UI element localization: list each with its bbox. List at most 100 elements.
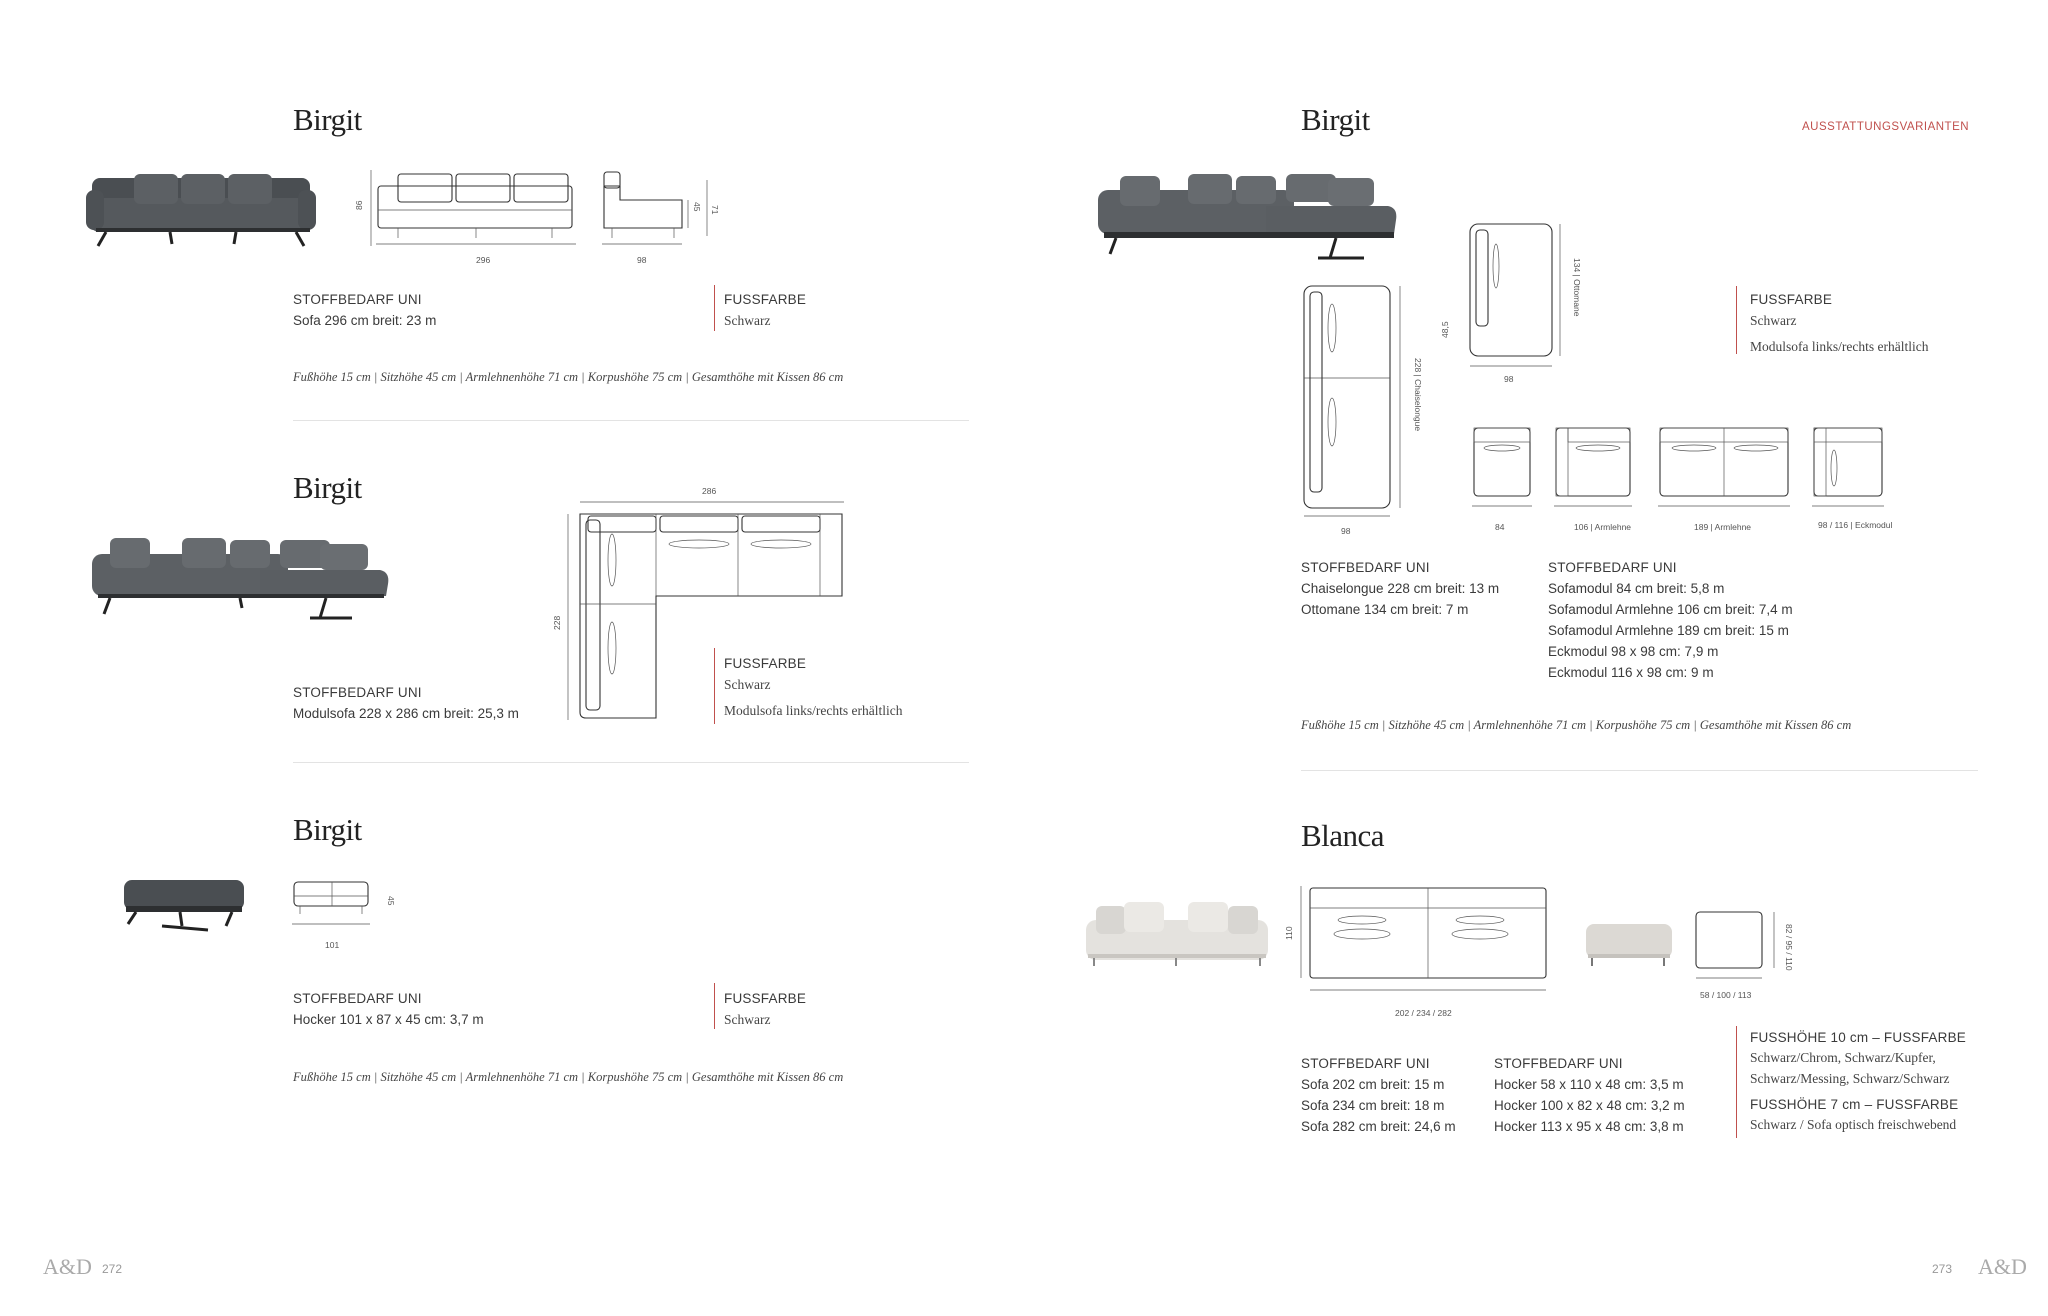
section-divider	[293, 420, 969, 421]
fabric-line: Hocker 58 x 110 x 48 cm: 3,5 m	[1494, 1077, 1684, 1092]
fabric-line: Sofamodul 84 cm breit: 5,8 m	[1548, 581, 1725, 596]
section-tag: AUSSTATTUNGSVARIANTEN	[1802, 121, 1970, 133]
blanca-hocker-photo	[1586, 924, 1672, 966]
product-title: Birgit	[293, 812, 362, 847]
fabric-line: Sofa 296 cm breit: 23 m	[293, 313, 437, 328]
modular-sofa-photo	[1098, 174, 1397, 260]
width-dimension: 101	[325, 940, 340, 950]
product-title: Blanca	[1301, 818, 1385, 853]
height-dimension: 86	[354, 200, 364, 210]
foot-color-value: Schwarz	[724, 1012, 771, 1027]
fabric-line: Eckmodul 98 x 98 cm: 7,9 m	[1548, 644, 1719, 659]
fabric-line: Eckmodul 116 x 98 cm: 9 m	[1548, 665, 1714, 680]
accent-divider	[1736, 1026, 1737, 1138]
foot-color-value: Schwarz/Messing, Schwarz/Schwarz	[1750, 1071, 1950, 1086]
blanca-sofa-photo	[1086, 902, 1268, 966]
blanca-hocker-drawing	[1695, 911, 1775, 979]
accent-divider	[1736, 286, 1737, 354]
fabric-line: Sofamodul Armlehne 189 cm breit: 15 m	[1548, 623, 1789, 638]
module-dimension: 84	[1495, 522, 1505, 532]
foot-color-label: FUSSFARBE	[724, 991, 807, 1006]
sofa-photo	[86, 174, 316, 247]
ottomane-width-dimension: 98	[1504, 374, 1514, 384]
brand-logo: A&D	[1978, 1254, 2027, 1279]
sofa-side-arm-dim	[706, 180, 708, 236]
foot-height-label: FUSSHÖHE 7 cm – FUSSFARBE	[1750, 1097, 1959, 1112]
accent-divider	[714, 983, 715, 1029]
chaiselongue-drawing	[1303, 285, 1401, 517]
ottomane-drawing	[1469, 223, 1561, 367]
ottoman-drawing	[292, 881, 370, 925]
module-84-drawing	[1472, 427, 1532, 507]
foot-color-label: FUSSFARBE	[724, 656, 807, 671]
fabric-label: STOFFBEDARF UNI	[293, 991, 422, 1006]
depth-dimension: 228	[552, 615, 562, 630]
fabric-line: Sofamodul Armlehne 106 cm breit: 7,4 m	[1548, 602, 1793, 617]
foot-color-value: Schwarz/Chrom, Schwarz/Kupfer,	[1750, 1050, 1936, 1065]
specs-line: Fußhöhe 15 cm | Sitzhöhe 45 cm | Armlehn…	[293, 370, 844, 384]
fabric-line: Sofa 202 cm breit: 15 m	[1301, 1077, 1445, 1092]
width-dimension: 296	[476, 255, 491, 265]
foot-color-value: Schwarz	[724, 677, 771, 692]
sofa-depth-dimension: 110	[1284, 926, 1294, 940]
page-number: 272	[102, 1262, 123, 1276]
fabric-line: Hocker 100 x 82 x 48 cm: 3,2 m	[1494, 1098, 1685, 1113]
module-dimension: 98 / 116 | Eckmodul	[1818, 520, 1893, 530]
arm-height-dimension: 71	[710, 205, 720, 215]
availability-note: Modulsofa links/rechts erhältlich	[724, 703, 903, 718]
fabric-line: Ottomane 134 cm breit: 7 m	[1301, 602, 1469, 617]
foot-color-value: Schwarz	[724, 313, 771, 328]
accent-divider	[714, 285, 715, 331]
specs-line: Fußhöhe 15 cm | Sitzhöhe 45 cm | Armlehn…	[293, 1070, 844, 1084]
fabric-line: Sofa 282 cm breit: 24,6 m	[1301, 1119, 1456, 1134]
chaiselongue-length-dimension: 228 | Chaiselongue	[1413, 358, 1423, 432]
blanca-depth-dim-line	[1300, 886, 1302, 978]
sofa-front-drawing	[376, 173, 576, 245]
page-number: 273	[1932, 1262, 1953, 1276]
module-corner-drawing	[1812, 427, 1884, 507]
fabric-label: STOFFBEDARF UNI	[1301, 1056, 1430, 1071]
product-title: Birgit	[1301, 102, 1370, 137]
ottoman-photo	[124, 880, 244, 932]
blanca-sofa-drawing	[1309, 887, 1547, 991]
availability-note: Modulsofa links/rechts erhältlich	[1750, 339, 1929, 354]
specs-line: Fußhöhe 15 cm | Sitzhöhe 45 cm | Armlehn…	[1301, 718, 1852, 732]
corner-sofa-photo	[92, 538, 389, 620]
fabric-label: STOFFBEDARF UNI	[1494, 1056, 1623, 1071]
corner-sofa-drawing	[567, 501, 844, 720]
module-106-drawing	[1554, 427, 1632, 507]
foot-color-label: FUSSFARBE	[724, 292, 807, 307]
fabric-line: Hocker 101 x 87 x 45 cm: 3,7 m	[293, 1012, 484, 1027]
sofa-side-drawing	[602, 171, 689, 245]
fabric-line: Hocker 113 x 95 x 48 cm: 3,8 m	[1494, 1119, 1684, 1134]
foot-height-label: FUSSHÖHE 10 cm – FUSSFARBE	[1750, 1030, 1966, 1045]
product-title: Birgit	[293, 470, 362, 505]
ottomane-height-dimension: 48,5	[1440, 321, 1450, 338]
section-divider	[1301, 770, 1978, 771]
module-dimension: 189 | Armlehne	[1694, 522, 1752, 532]
fabric-line: Sofa 234 cm breit: 18 m	[1301, 1098, 1445, 1113]
accent-divider	[714, 648, 715, 724]
width-dimension: 286	[702, 486, 717, 496]
depth-dimension: 98	[637, 255, 647, 265]
product-title: Birgit	[293, 102, 362, 137]
height-dimension: 45	[386, 896, 396, 906]
sofa-width-dimension: 202 / 234 / 282	[1395, 1008, 1452, 1018]
module-dimension: 106 | Armlehne	[1574, 522, 1632, 532]
module-189-drawing	[1658, 427, 1790, 507]
fabric-line: Chaiselongue 228 cm breit: 13 m	[1301, 581, 1500, 596]
sofa-front-dim-line	[370, 170, 372, 246]
fabric-label: STOFFBEDARF UNI	[293, 685, 422, 700]
hocker-depth-dimension: 82 / 95 / 110	[1784, 924, 1794, 971]
ottomane-length-dimension: 134 | Ottomane	[1572, 258, 1582, 317]
seat-height-dimension: 45	[692, 202, 702, 212]
fabric-label: STOFFBEDARF UNI	[293, 292, 422, 307]
fabric-label: STOFFBEDARF UNI	[1301, 560, 1430, 575]
foot-color-value: Schwarz	[1750, 313, 1797, 328]
fabric-label: STOFFBEDARF UNI	[1548, 560, 1677, 575]
fabric-line: Modulsofa 228 x 286 cm breit: 25,3 m	[293, 706, 519, 721]
brand-logo: A&D	[43, 1254, 92, 1279]
foot-color-label: FUSSFARBE	[1750, 292, 1833, 307]
hocker-width-dimension: 58 / 100 / 113	[1700, 990, 1752, 1000]
chaiselongue-width-dimension: 98	[1341, 526, 1351, 536]
